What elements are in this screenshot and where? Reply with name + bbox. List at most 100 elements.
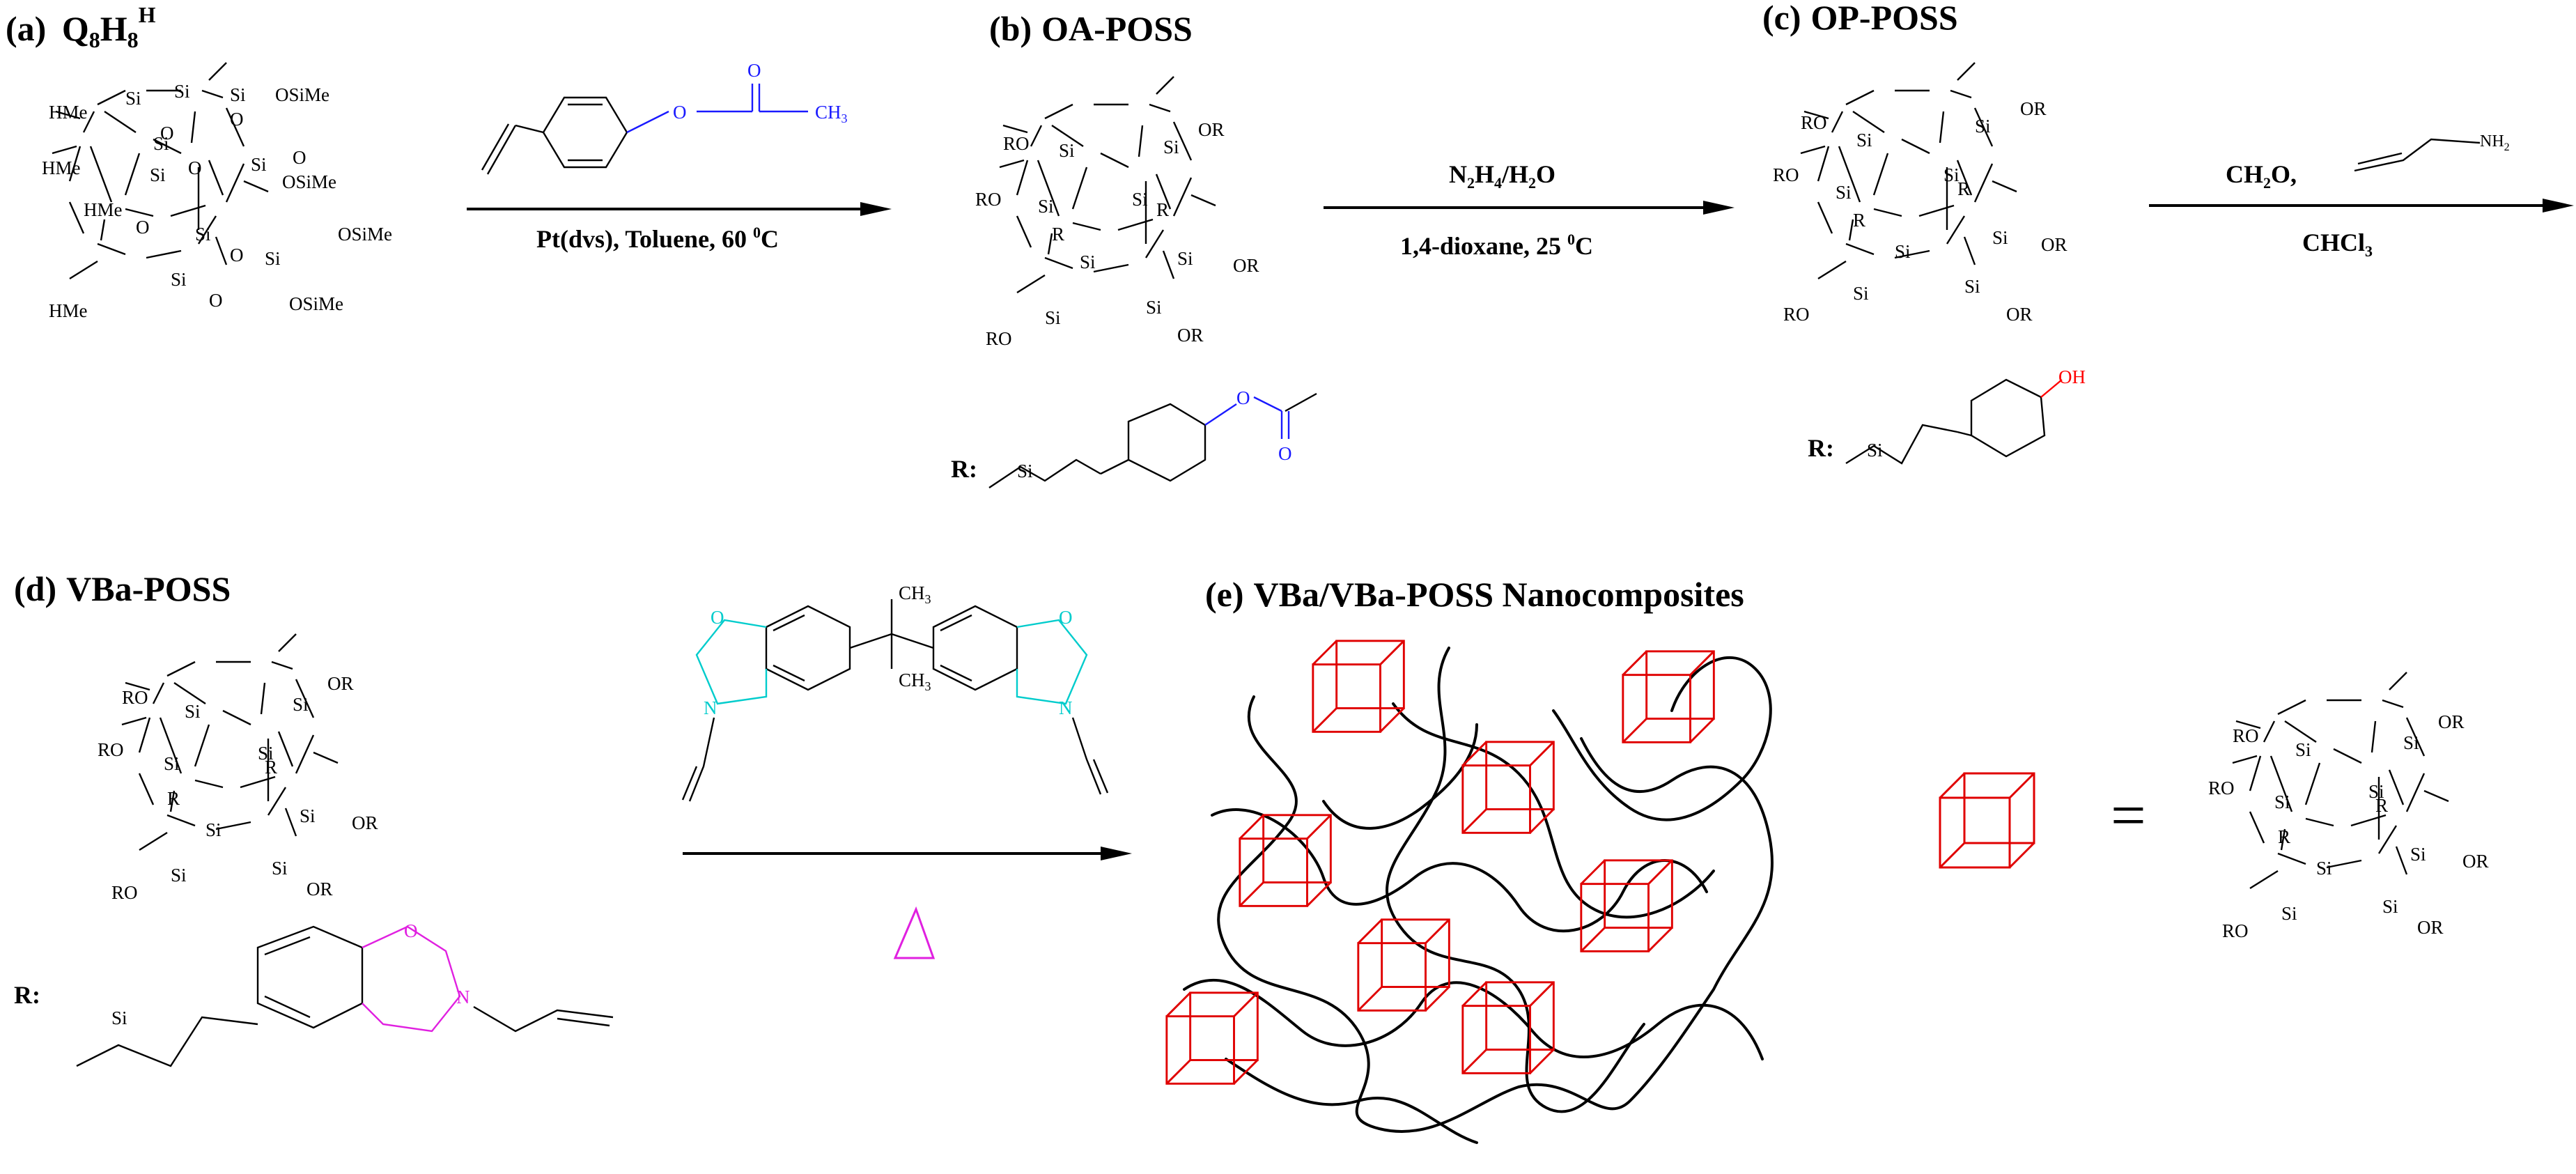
svg-text:O: O bbox=[160, 123, 174, 144]
svg-text:Si: Si bbox=[265, 248, 281, 269]
svg-text:Si: Si bbox=[293, 694, 309, 715]
oa-poss-substituent: R: Si O O bbox=[951, 387, 1317, 488]
svg-text:RO: RO bbox=[111, 882, 138, 903]
svg-text:OR: OR bbox=[2006, 304, 2033, 325]
svg-text:OR: OR bbox=[2438, 711, 2465, 732]
hydroxyl-label: OH bbox=[2058, 366, 2086, 387]
poss-cube-icon bbox=[1622, 650, 1715, 743]
q8h8-cage: HMe HMe HMe HMe Si Si Si Si Si Si Si Si … bbox=[42, 63, 392, 321]
step1-condition: Pt(dvs), Toluene, 60 0C bbox=[536, 224, 779, 253]
svg-text:OR: OR bbox=[2417, 917, 2444, 938]
panel-d-label: (d)VBa-POSS bbox=[14, 569, 231, 608]
step3-arrowhead bbox=[2543, 199, 2574, 213]
svg-text:O: O bbox=[711, 607, 724, 628]
svg-text:HMe: HMe bbox=[49, 300, 88, 321]
svg-text:N: N bbox=[456, 987, 470, 1007]
step2-condition: 1,4-dioxane, 25 0C bbox=[1400, 231, 1593, 260]
step2-arrowhead bbox=[1703, 201, 1735, 215]
step2-reagent: N2H4/H2O bbox=[1449, 160, 1555, 192]
svg-text:Si: Si bbox=[111, 1007, 127, 1028]
svg-text:R: R bbox=[2278, 826, 2290, 847]
equals-sign: = bbox=[2111, 781, 2146, 850]
svg-text:Si: Si bbox=[1943, 164, 1960, 185]
svg-text:Si: Si bbox=[153, 133, 169, 154]
ch3-top: CH3 bbox=[899, 582, 931, 606]
svg-text:Si: Si bbox=[150, 164, 166, 185]
svg-text:RO: RO bbox=[1003, 133, 1030, 154]
svg-text:Si: Si bbox=[125, 88, 141, 109]
svg-text:OR: OR bbox=[352, 812, 378, 833]
svg-text:O: O bbox=[1278, 443, 1292, 464]
svg-text:R: R bbox=[1957, 178, 1970, 199]
svg-text:HMe: HMe bbox=[42, 157, 81, 178]
svg-text:O: O bbox=[188, 157, 202, 178]
allylamine-reagent: NH2 bbox=[2354, 132, 2510, 172]
svg-text:N: N bbox=[704, 697, 717, 718]
svg-text:Si: Si bbox=[251, 154, 267, 175]
heat-triangle-icon bbox=[893, 906, 936, 959]
svg-text:Si: Si bbox=[171, 865, 187, 886]
poss-cube-icon bbox=[1580, 859, 1673, 952]
svg-text:O: O bbox=[673, 102, 687, 123]
svg-text:O: O bbox=[209, 290, 223, 311]
svg-text:OSiMe: OSiMe bbox=[338, 224, 392, 245]
vba-poss-substituent: R: Si O N bbox=[14, 920, 614, 1067]
svg-text:Si: Si bbox=[205, 819, 222, 840]
svg-text:RO: RO bbox=[1783, 304, 1810, 325]
svg-text:Si: Si bbox=[2274, 791, 2290, 812]
svg-text:O: O bbox=[230, 109, 244, 130]
op-poss-substituent: R: Si OH bbox=[1808, 366, 2086, 465]
svg-text:RO: RO bbox=[122, 687, 148, 708]
svg-text:Si: Si bbox=[164, 753, 180, 774]
op-poss-cage: RO RO RO OR OR OR Si Si Si Si Si Si Si S… bbox=[1773, 63, 2067, 325]
svg-text:OR: OR bbox=[2020, 98, 2047, 119]
poss-cube-icon bbox=[1461, 981, 1555, 1074]
svg-text:NH2: NH2 bbox=[2480, 132, 2510, 153]
svg-text:HMe: HMe bbox=[49, 102, 88, 123]
svg-text:RO: RO bbox=[2233, 725, 2259, 746]
ch3-label: CH3 bbox=[815, 102, 848, 125]
svg-text:O: O bbox=[1236, 387, 1250, 408]
step4-arrowhead bbox=[1101, 847, 1132, 860]
svg-text:OSiMe: OSiMe bbox=[275, 84, 329, 105]
svg-text:Si: Si bbox=[185, 701, 201, 722]
oa-poss-cage: RO RO RO OR OR OR Si Si Si Si Si Si Si S… bbox=[975, 77, 1259, 349]
svg-text:Si: Si bbox=[1856, 130, 1872, 150]
svg-text:Si: Si bbox=[2368, 781, 2384, 802]
svg-text:R: R bbox=[1853, 210, 1865, 231]
svg-text:O: O bbox=[404, 920, 418, 941]
svg-text:RO: RO bbox=[2208, 778, 2235, 798]
svg-text:R:: R: bbox=[951, 455, 977, 483]
svg-text:OSiMe: OSiMe bbox=[282, 171, 336, 192]
svg-text:Si: Si bbox=[1964, 276, 1980, 297]
svg-text:OSiMe: OSiMe bbox=[289, 293, 343, 314]
svg-text:Si: Si bbox=[1059, 140, 1075, 161]
svg-text:Si: Si bbox=[1146, 297, 1162, 318]
svg-text:R: R bbox=[1156, 199, 1169, 220]
svg-text:O: O bbox=[230, 245, 244, 265]
panel-a-label: (a) Q8H8H bbox=[6, 2, 156, 52]
bisbenzoxazine-reagent: CH3 CH3 O N O N bbox=[681, 582, 1109, 802]
poss-cube-icon bbox=[1461, 741, 1555, 834]
svg-text:Si: Si bbox=[195, 224, 211, 245]
svg-text:RO: RO bbox=[1773, 164, 1799, 185]
svg-text:R:: R: bbox=[14, 981, 40, 1009]
ch3-bottom: CH3 bbox=[899, 670, 931, 693]
svg-text:O: O bbox=[1059, 607, 1073, 628]
poss-cube-icon bbox=[1312, 640, 1405, 733]
svg-text:Si: Si bbox=[1177, 248, 1193, 269]
svg-text:Si: Si bbox=[1017, 461, 1033, 481]
svg-text:Si: Si bbox=[300, 805, 316, 826]
svg-text:R: R bbox=[167, 788, 180, 809]
svg-text:Si: Si bbox=[1836, 182, 1852, 203]
svg-text:OR: OR bbox=[1177, 325, 1204, 346]
svg-text:Si: Si bbox=[174, 81, 190, 102]
svg-text:RO: RO bbox=[986, 328, 1012, 349]
svg-text:O: O bbox=[293, 147, 307, 168]
panel-b-label: (b)OA-POSS bbox=[989, 9, 1193, 48]
svg-text:R:: R: bbox=[1808, 434, 1834, 462]
legend-poss-cage: RO RO RO OR OR OR Si Si Si Si Si Si Si S… bbox=[2208, 672, 2489, 941]
svg-text:Si: Si bbox=[272, 858, 288, 879]
panel-c-label: (c)OP-POSS bbox=[1762, 0, 1958, 37]
